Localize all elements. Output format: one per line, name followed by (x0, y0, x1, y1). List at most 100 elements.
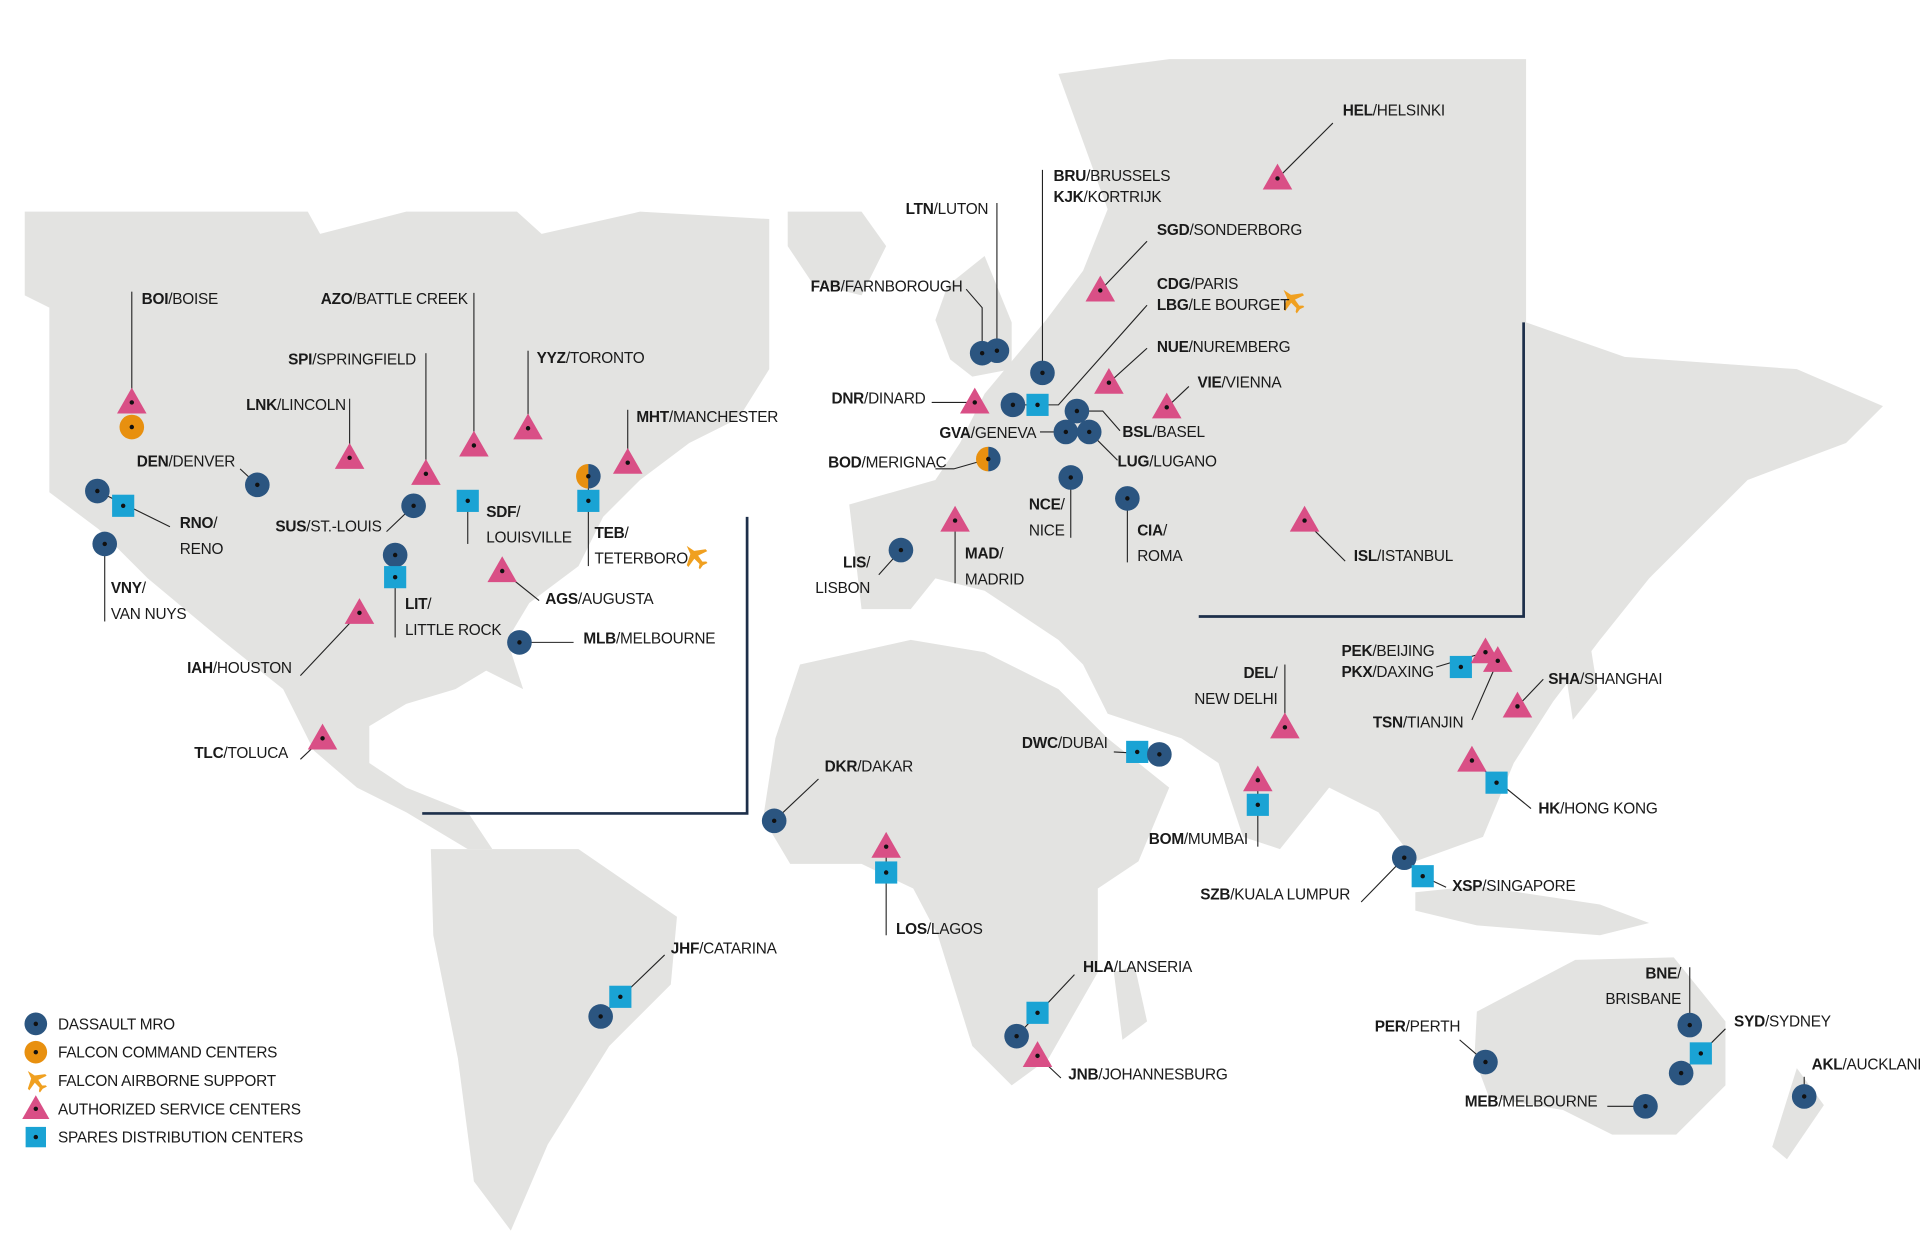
location-teb[interactable]: TEB/TETERBORO (576, 463, 713, 574)
location-label: CIA/ (1137, 522, 1168, 539)
separator: / (857, 759, 862, 776)
marker-center-dot (883, 870, 889, 875)
separator: / (1373, 103, 1378, 120)
location-yyz[interactable]: YYZ/TORONTO (513, 350, 645, 440)
location-gva[interactable]: GVA/GENEVA (939, 419, 1079, 445)
location-lis[interactable]: LIS/LISBON (815, 537, 914, 597)
location-szb[interactable]: SZB/KUALA LUMPUR (1200, 845, 1417, 904)
airport-code: GVA (939, 425, 971, 442)
location-rno[interactable]: RNO/RENO (85, 478, 224, 558)
location-meb[interactable]: MEB/MELBOURNE (1465, 1093, 1658, 1119)
location-label: XSP/SINGAPORE (1452, 878, 1575, 895)
legend-item-spares: SPARES DISTRIBUTION CENTERS (25, 1126, 303, 1148)
command-center-half-icon[interactable] (576, 463, 589, 489)
location-nce[interactable]: NCE/NICE (1029, 465, 1084, 539)
location-label: GVA/GENEVA (939, 425, 1037, 442)
location-iah[interactable]: IAH/HOUSTON (187, 598, 375, 677)
location-del[interactable]: DEL/NEW DELHI (1194, 664, 1300, 739)
command-center-half-icon[interactable] (975, 446, 989, 472)
location-mlb[interactable]: MLB/MELBOURNE (507, 630, 715, 655)
location-isl[interactable]: ISL/ISTANBUL (1289, 505, 1454, 565)
location-bom[interactable]: BOM/MUMBAI (1149, 765, 1273, 848)
marker-center-dot (952, 518, 958, 523)
separator: / (312, 351, 317, 368)
location-lug[interactable]: LUG/LUGANO (1076, 419, 1217, 471)
separator: / (1189, 222, 1194, 239)
airport-code: LBG (1157, 297, 1189, 314)
location-sus[interactable]: SUS/ST.-LOUIS (275, 493, 426, 536)
separator: / (1273, 665, 1278, 682)
location-nue[interactable]: NUE/NUREMBERG (1094, 339, 1291, 394)
mro-half-icon[interactable] (988, 446, 1001, 472)
city-name: BASEL (1156, 424, 1205, 441)
airport-code: MLB (583, 631, 616, 648)
airplane-icon[interactable] (19, 1064, 52, 1097)
location-los[interactable]: LOS/LAGOS (871, 831, 983, 938)
marker-center-dot (423, 471, 429, 477)
location-tsn[interactable]: TSN/TIANJIN (1373, 646, 1513, 731)
location-bsl[interactable]: BSL/BASEL (1064, 398, 1206, 441)
city-name: SYDNEY (1769, 1013, 1831, 1030)
location-dkr[interactable]: DKR/DAKAR (761, 759, 913, 834)
location-fab[interactable]: FAB/FARNBOROUGH (811, 279, 995, 366)
location-azo[interactable]: AZO/BATTLE CREEK (321, 291, 489, 457)
airport-code: SYD (1734, 1013, 1765, 1030)
location-label: SUS/ST.-LOUIS (275, 519, 381, 536)
location-label: LTN/LUTON (906, 201, 989, 218)
location-label-line2: PKX/DAXING (1341, 664, 1433, 681)
location-jnb[interactable]: JNB/JOHANNESBURG (1022, 1041, 1228, 1083)
airplane-icon[interactable] (677, 538, 713, 574)
location-hk[interactable]: HK/HONG KONG (1457, 745, 1658, 818)
location-sdf[interactable]: SDF/LOUISVILLE (456, 489, 572, 547)
location-mht[interactable]: MHT/MANCHESTER (612, 409, 779, 474)
location-vie[interactable]: VIE/VIENNA (1151, 375, 1283, 419)
location-bne[interactable]: BNE/BRISBANE (1605, 965, 1703, 1038)
separator: / (306, 519, 311, 536)
airport-code: DKR (825, 759, 858, 776)
location-hla[interactable]: HLA/LANSERIA (1004, 959, 1193, 1049)
location-den[interactable]: DEN/DENVER (137, 453, 270, 498)
airport-code: VNY (111, 580, 142, 597)
city-name: DINARD (868, 391, 926, 408)
location-syd[interactable]: SYD/SYDNEY (1668, 1013, 1831, 1086)
location-lnk[interactable]: LNK/LINCOLN (246, 397, 365, 469)
location-tlc[interactable]: TLC/TOLUCA (194, 723, 338, 762)
marker-center-dot (1086, 429, 1092, 435)
airport-code: ISL (1354, 548, 1377, 565)
location-label: JHF/CATARINA (671, 941, 778, 958)
location-vny[interactable]: VNY/VAN NUYS (92, 531, 187, 623)
marker-center-dot (1125, 496, 1130, 501)
airport-code: PER (1375, 1018, 1406, 1035)
location-dwc[interactable]: DWC/DUBAI (1022, 735, 1172, 767)
airport-code: LTN (906, 201, 934, 218)
location-bod[interactable]: BOD/MERIGNAC (828, 446, 1001, 472)
mro-half-icon[interactable] (588, 463, 601, 489)
airplane-icon[interactable] (1274, 282, 1310, 318)
airport-code: JHF (671, 941, 699, 958)
location-per[interactable]: PER/PERTH (1375, 1018, 1498, 1075)
location-lit[interactable]: LIT/LITTLE ROCK (382, 542, 503, 639)
leader-line (1277, 122, 1334, 179)
location-boi[interactable]: BOI/BOISE (117, 291, 218, 440)
location-jhf[interactable]: JHF/CATARINA (588, 941, 778, 1029)
location-dnr[interactable]: DNR/DINARD (831, 387, 990, 414)
separator: / (971, 425, 976, 442)
location-cia[interactable]: CIA/ROMA (1115, 486, 1184, 565)
marker-center-dot (625, 460, 630, 465)
separator: / (1189, 297, 1194, 314)
location-hel[interactable]: HEL/HELSINKI (1262, 103, 1445, 190)
location-sgd[interactable]: SGD/SONDERBORG (1085, 222, 1303, 302)
location-ags[interactable]: AGS/AUGUSTA (487, 556, 655, 608)
location-label: LIS/ (843, 554, 871, 571)
location-spi[interactable]: SPI/SPRINGFIELD (288, 351, 441, 485)
location-sha[interactable]: SHA/SHANGHAI (1502, 671, 1663, 718)
location-mad[interactable]: MAD/MADRID (940, 505, 1024, 589)
legend-item-command: FALCON COMMAND CENTERS (24, 1040, 277, 1064)
separator: / (1372, 643, 1377, 660)
separator: / (213, 660, 218, 677)
location-xsp[interactable]: XSP/SINGAPORE (1411, 865, 1576, 895)
